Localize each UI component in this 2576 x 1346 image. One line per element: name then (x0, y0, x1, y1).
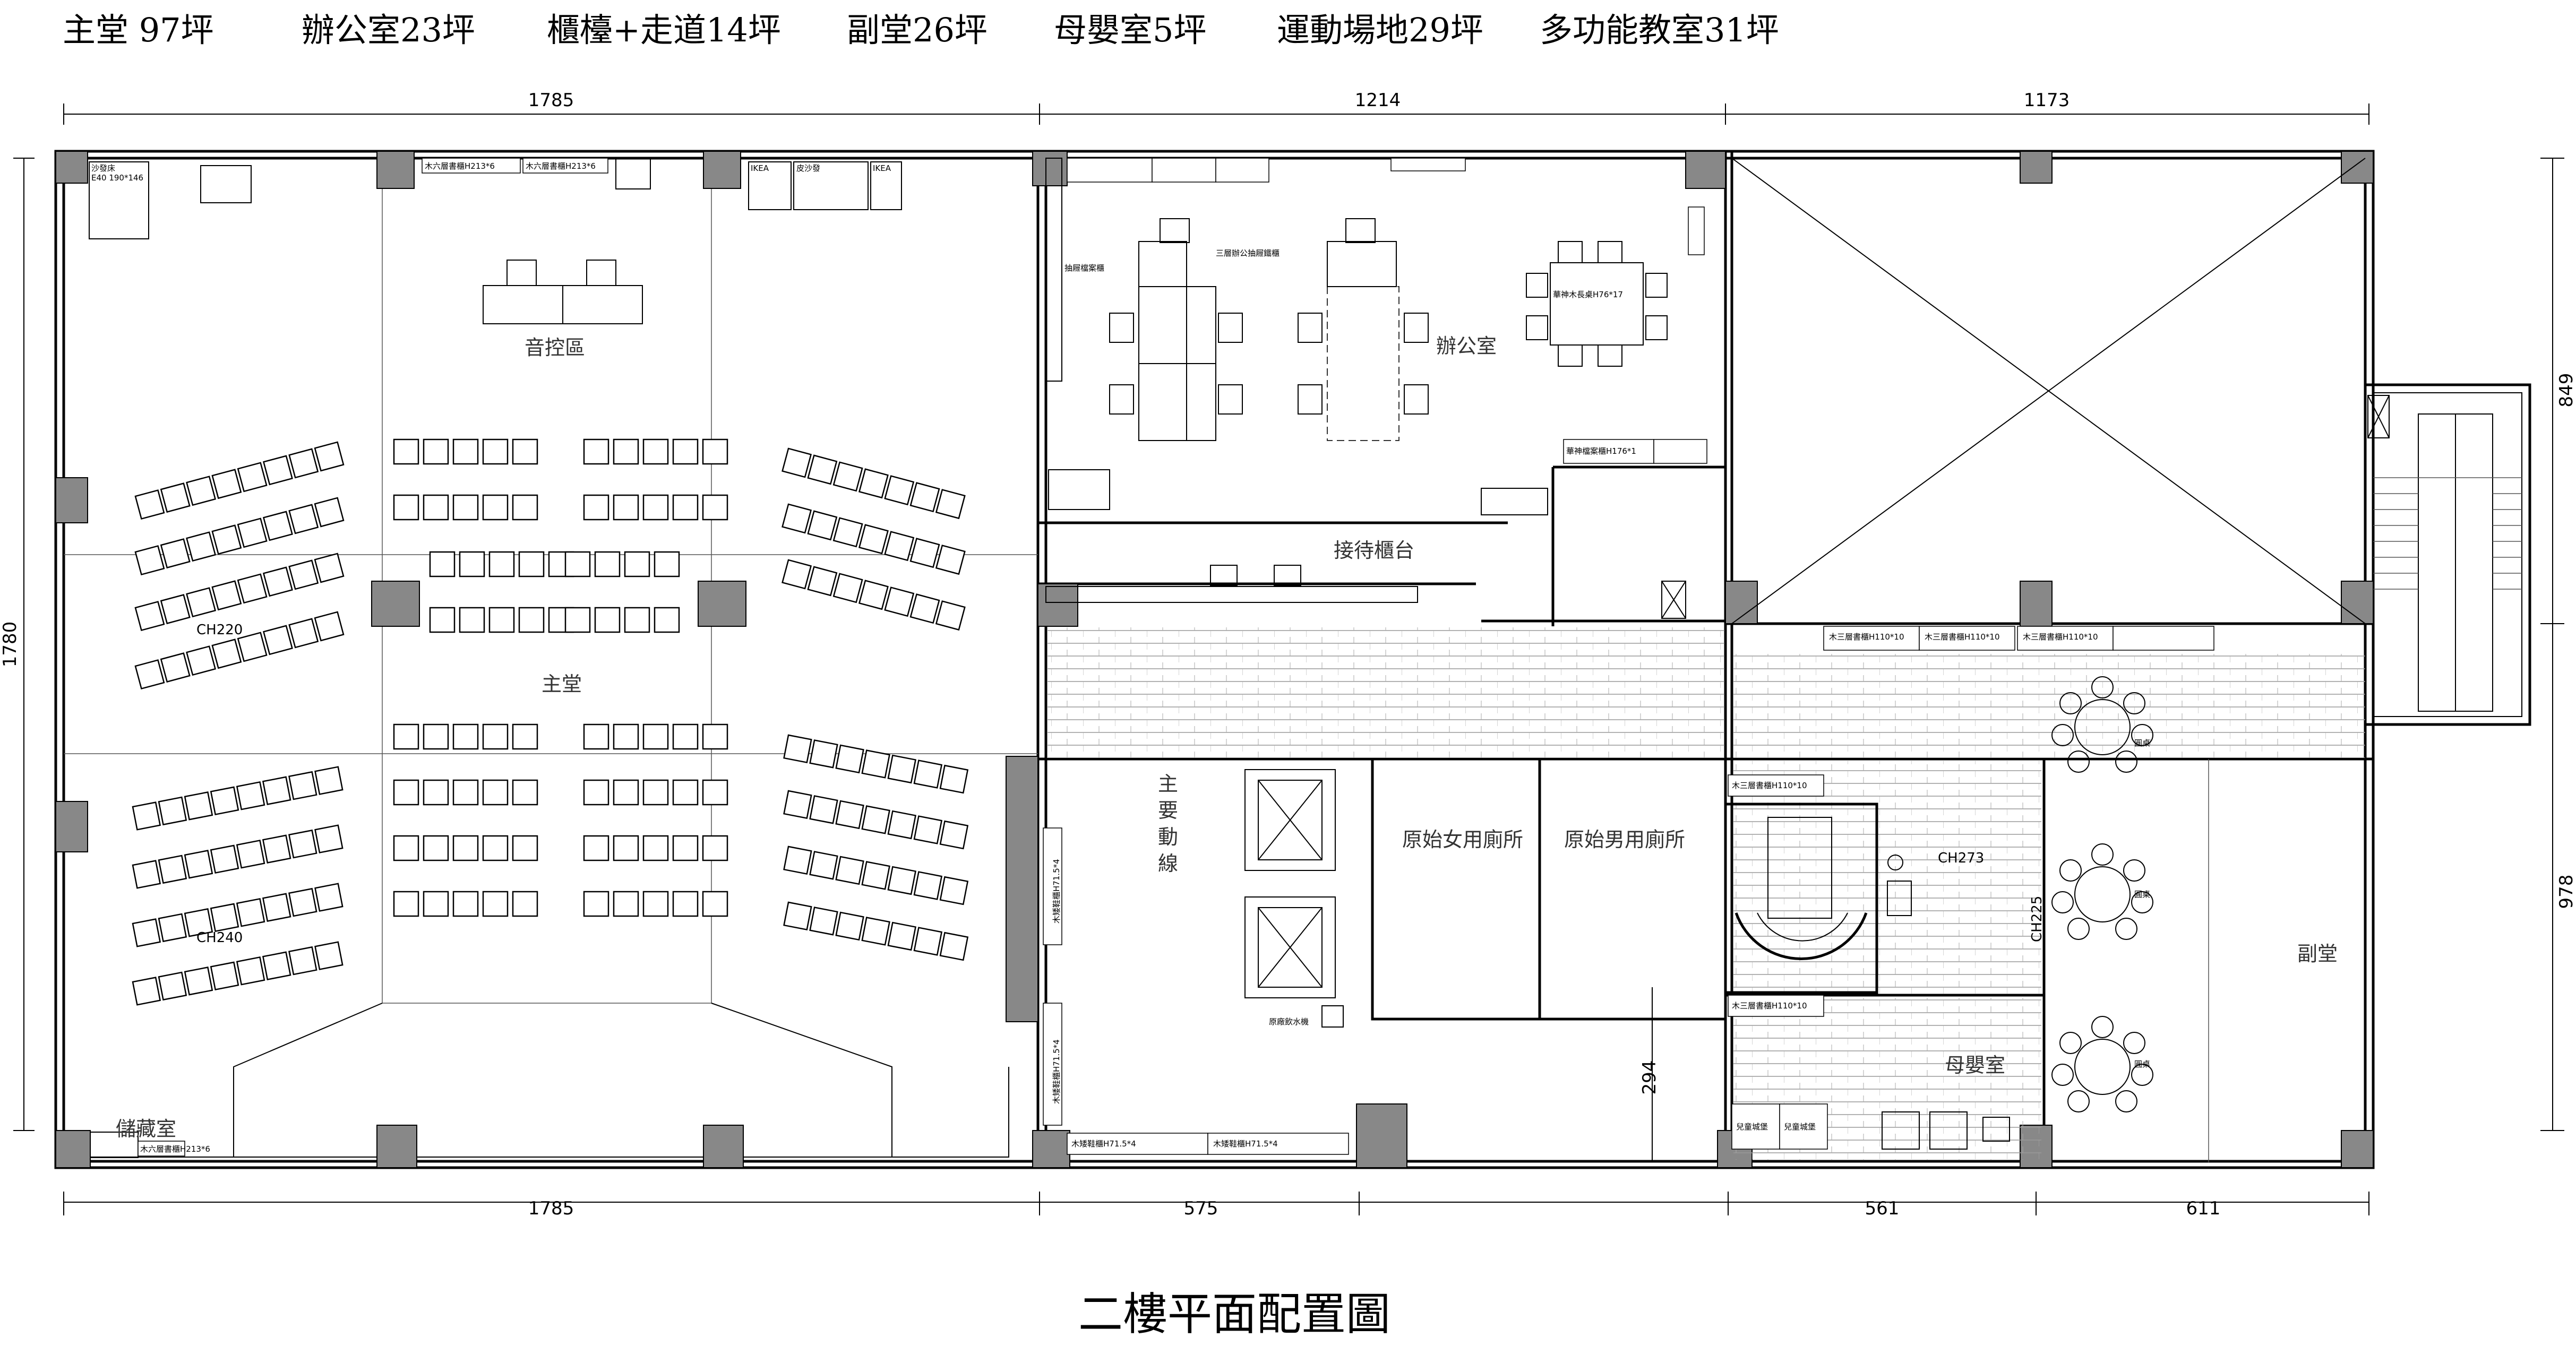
room-labels: 音控區 主堂 辦公室 接待櫃台 主 要 動 線 原始女用廁所 原始男用廁所 母嬰… (116, 334, 2338, 1141)
bookshelf-label-1: 木六層書櫃H213*6 (425, 161, 495, 171)
room-label-storage: 儲藏室 (116, 1117, 176, 1141)
bookshelf-label-6: 木三層書櫃H110*10 (1732, 781, 1807, 790)
round-table-label-3: 圓桌 (2134, 1059, 2150, 1069)
area-counter-corridor: 櫃檯+走道14坪 (547, 11, 781, 49)
corridor-bookshelves: 木三層書櫃H110*10 木三層書櫃H110*10 木三層書櫃H110*10 木… (1728, 626, 2214, 1017)
storage-cabinet-label: 木六層書櫃H213*6 (140, 1144, 210, 1154)
area-main-hall: 主堂 97坪 (63, 11, 214, 49)
dim-bottom-2: 575 (1184, 1198, 1218, 1219)
sofa-bed-size: E40 190*146 (91, 173, 143, 183)
ceiling-height-3: CH273 (1938, 850, 1984, 866)
dim-top-3: 1173 (2024, 90, 2070, 111)
room-label-circulation-3: 動 (1158, 825, 1178, 849)
file-cabinet-label: 華神檔案櫃H176*1 (1566, 446, 1636, 456)
water-dispenser-label: 原廠飲水機 (1269, 1017, 1309, 1026)
room-label-circulation-1: 主 (1158, 772, 1178, 796)
round-table-label-1: 圓桌 (2134, 738, 2150, 748)
room-label-sound-control: 音控區 (525, 336, 585, 359)
dim-bottom-1: 1785 (528, 1198, 574, 1219)
area-multipurpose-room: 多功能教室31坪 (1540, 11, 1779, 49)
child-seat-label-1: 兒童城堡 (1736, 1122, 1768, 1132)
ikea-label-a: IKEA (751, 163, 769, 173)
room-label-office: 辦公室 (1436, 334, 1497, 358)
shoe-cabinet-label-1: 木矮鞋櫃H71.5*4 (1071, 1139, 1136, 1149)
room-label-circulation-4: 線 (1158, 852, 1178, 875)
dimension-lines: 1785 1214 1173 1785 575 561 611 1780 849… (0, 90, 2576, 1219)
sofa-bed-label: 沙發床 (91, 163, 115, 173)
nursing-floor-upper (1733, 760, 2041, 994)
dim-bottom-3: 561 (1865, 1198, 1900, 1219)
ceiling-height-2: CH240 (196, 930, 243, 946)
bookshelf-label-3: 木三層書櫃H110*10 (1829, 632, 1904, 642)
shoe-cabinet-label-3: 木矮鞋櫃H71.5*4 (1052, 859, 1061, 924)
reception-area (1045, 565, 1686, 619)
area-nursing-room: 母嬰室5坪 (1054, 11, 1206, 49)
drawing-title: 二樓平面配置圖 (1078, 1288, 1390, 1340)
office-cabinet-label: 三層辦公抽屜鐵櫃 (1216, 248, 1280, 258)
dim-right-1: 849 (2556, 373, 2576, 408)
dim-right-2: 978 (2556, 875, 2576, 909)
area-summary: 主堂 97坪 辦公室23坪 櫃檯+走道14坪 副堂26坪 母嬰室5坪 運動場地2… (63, 11, 1779, 49)
ceiling-height-4: CH225 (2029, 896, 2045, 942)
room-label-mens-restroom: 原始男用廁所 (1564, 828, 1685, 851)
dim-top-1: 1785 (528, 90, 574, 111)
room-label-circulation-2: 要 (1158, 799, 1178, 822)
main-hall-seating-left (132, 441, 345, 1006)
ceiling-height-1: CH220 (196, 622, 243, 638)
round-table-label-2: 圓桌 (2134, 890, 2150, 899)
room-label-side-hall: 副堂 (2297, 942, 2338, 965)
multipurpose-room (1731, 158, 2366, 624)
room-label-womens-restroom: 原始女用廁所 (1402, 828, 1523, 851)
ikea-label-b: IKEA (873, 163, 891, 173)
main-hall-seating-right (782, 447, 969, 961)
office-room: 抽屜檔案櫃 三層辦公抽屜鐵櫃 華神木長桌H76*17 華神檔案櫃H176*1 (1045, 158, 1707, 515)
leather-sofa-label: 皮沙發 (796, 163, 820, 173)
dim-bottom-4: 611 (2186, 1198, 2221, 1219)
meeting-table-label: 華神木長桌H76*17 (1553, 290, 1623, 299)
bookshelf-label-4: 木三層書櫃H110*10 (1925, 632, 2000, 642)
ceiling-heights: CH220 CH240 CH273 CH225 (196, 622, 2045, 946)
corridor-floor (1047, 627, 1724, 758)
shoe-cabinets: 木矮鞋櫃H71.5*4 木矮鞋櫃H71.5*4 木矮鞋櫃H71.5*4 木矮鞋櫃… (1043, 827, 1349, 1155)
side-corridor-floor (1733, 654, 2365, 758)
room-label-reception: 接待櫃台 (1334, 539, 1414, 562)
building-walls (54, 150, 2531, 1169)
area-side-hall: 副堂26坪 (847, 11, 988, 49)
bookshelf-label-5: 木三層書櫃H110*10 (2023, 632, 2098, 642)
shoe-cabinet-label-2: 木矮鞋櫃H71.5*4 (1213, 1139, 1278, 1149)
room-label-main-hall: 主堂 (542, 672, 582, 696)
elevators: 原廠飲水機 (1244, 769, 1344, 1028)
area-office: 辦公室23坪 (302, 11, 475, 49)
dim-inner: 294 (1639, 1060, 1660, 1095)
inner-staircase (1724, 803, 1912, 994)
child-seat-label-2: 兒童城堡 (1784, 1122, 1816, 1132)
drawer-cabinet-label: 抽屜檔案櫃 (1064, 263, 1104, 273)
side-hall-round-tables: 圓桌 圓桌 圓桌 (2051, 676, 2153, 1112)
main-hall-seating-center (393, 438, 728, 917)
dim-top-2: 1214 (1355, 90, 1401, 111)
bookshelf-label-7: 木三層書櫃H110*10 (1732, 1001, 1807, 1011)
bookshelf-label-2: 木六層書櫃H213*6 (526, 161, 596, 171)
sound-control-area (483, 260, 643, 324)
shoe-cabinet-label-4: 木矮鞋櫃H71.5*4 (1052, 1039, 1061, 1104)
exterior-staircase (2367, 395, 2522, 712)
dim-left: 1780 (0, 622, 21, 668)
nursing-room-furniture: 兒童城堡 兒童城堡 (1731, 1103, 2010, 1150)
room-label-nursing-room: 母嬰室 (1945, 1054, 2005, 1077)
main-hall-furniture: 沙發床 E40 190*146 木六層書櫃H213*6 木六層書櫃H213*6 … (89, 158, 902, 1158)
area-sports-field: 運動場地29坪 (1277, 11, 1483, 49)
